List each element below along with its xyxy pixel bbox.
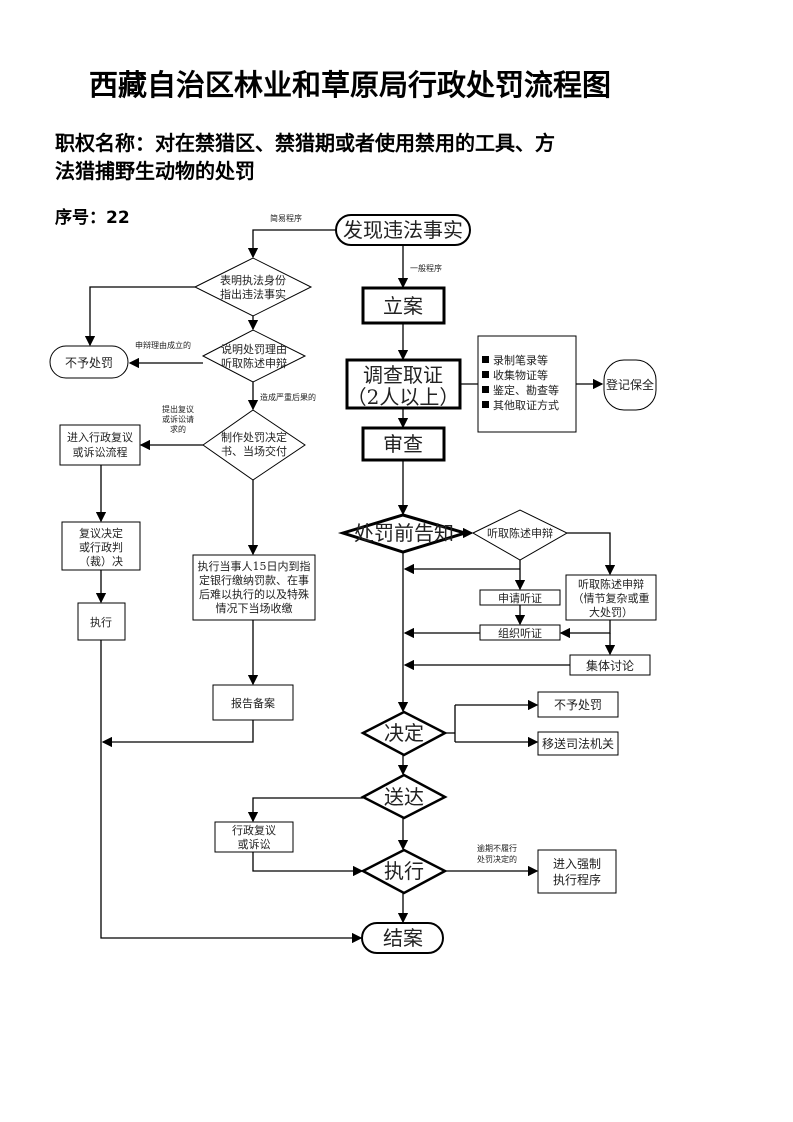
identify-line: 指出违法事实 <box>220 287 286 301</box>
pay-line: 后难以执行的以及特殊 <box>199 587 309 601</box>
close-node <box>361 922 444 954</box>
pay-line: 执行当事人15日内到指 <box>198 559 311 573</box>
execute-label: 执行 <box>384 859 424 883</box>
pay-line: 定银行缴纳罚款、在事 <box>199 573 309 587</box>
start-label: 发现违法事实 <box>343 218 463 242</box>
collective-box <box>569 654 651 676</box>
pay-line: 情况下当场收缴 <box>216 601 293 615</box>
hear-major-line: （情节复杂或重 <box>573 591 650 605</box>
explain-line: 听取陈述申辩 <box>221 356 287 370</box>
identify-line: 表明执法身份 <box>220 273 286 287</box>
transfer-label: 移送司法机关 <box>542 736 614 751</box>
no-penalty-left-node <box>49 345 129 379</box>
make-decision-diamond <box>202 409 306 481</box>
no-penalty-left-label: 不予处罚 <box>65 356 113 370</box>
simple-procedure-label: 简易程序 <box>270 213 302 223</box>
review-decision-line: （裁）决 <box>79 555 123 568</box>
reconsider-left-box <box>59 424 141 466</box>
no-penalty-right-label: 不予处罚 <box>554 698 602 712</box>
collective-label: 集体讨论 <box>586 658 634 673</box>
reconsider-right-line: 或诉讼 <box>238 838 271 851</box>
appeal-label: 提出复议 <box>162 404 194 414</box>
explain-diamond <box>201 329 307 383</box>
close-label: 结案 <box>383 926 423 950</box>
hear-label: 听取陈述申辩 <box>487 526 553 540</box>
notice-label: 处罚前告知 <box>354 521 454 545</box>
evidence-item: 收集物证等 <box>493 368 548 382</box>
general-procedure-label: 一般程序 <box>410 263 442 273</box>
decide-label: 决定 <box>384 721 424 745</box>
identify-diamond <box>193 257 313 317</box>
reconsider-left-line: 或诉讼流程 <box>73 445 128 459</box>
hear-major-line: 听取陈述申辩 <box>578 577 644 591</box>
defense-ok-label: 申辩理由成立的 <box>135 340 191 350</box>
make-decision-line: 制作处罚决定 <box>221 430 287 444</box>
review-decision-line: 或行政判 <box>79 540 123 554</box>
investigate-box <box>345 358 462 410</box>
organize-hearing-box <box>479 624 561 641</box>
authority-name-line2: 法猎捕野生动物的处罚 <box>55 159 255 183</box>
enforce-box <box>537 849 617 894</box>
start-node <box>335 214 471 246</box>
authority-name-line1: 职权名称：对在禁猎区、禁猎期或者使用禁用的工具、方 <box>55 131 555 155</box>
preserve-node <box>603 359 657 411</box>
register-box <box>361 286 446 325</box>
explain-line: 说明处罚理由 <box>221 342 287 356</box>
decide-diamond <box>360 710 448 757</box>
execute-left-box <box>77 602 126 641</box>
serial-number: 序号：22 <box>55 208 130 228</box>
evidence-item: 鉴定、勘查等 <box>493 383 559 397</box>
reconsider-right-line: 行政复议 <box>232 823 276 837</box>
hear-major-box <box>565 574 657 621</box>
deliver-diamond <box>360 773 448 820</box>
execute-diamond <box>360 848 448 895</box>
notice-diamond <box>337 513 471 554</box>
make-decision-line: 书、当场交付 <box>221 444 287 458</box>
transfer-box <box>537 731 619 756</box>
apply-hearing-label: 申请听证 <box>498 592 542 605</box>
review-label: 审查 <box>383 432 423 456</box>
overdue-label: 处罚决定的 <box>477 854 517 864</box>
deliver-label: 送达 <box>384 785 424 809</box>
review-decision-box <box>61 521 141 571</box>
pay-box <box>192 554 316 621</box>
evidence-box <box>477 335 577 433</box>
review-box <box>361 426 446 462</box>
page-title: 西藏自治区林业和草原局行政处罚流程图 <box>88 68 611 102</box>
review-decision-line: 复议决定 <box>79 526 123 540</box>
report-label: 报告备案 <box>231 696 275 710</box>
evidence-item: 其他取证方式 <box>493 398 559 412</box>
connectors <box>84 229 616 944</box>
register-label: 立案 <box>383 294 423 318</box>
report-box <box>212 684 294 721</box>
appeal-label: 或诉讼请 <box>162 414 194 424</box>
overdue-label: 逾期不履行 <box>477 843 517 853</box>
no-penalty-right-box <box>537 691 619 718</box>
investigate-label2: （2人以上） <box>347 385 460 409</box>
enforce-line: 进入强制 <box>553 857 601 871</box>
serious-label: 造成严重后果的 <box>260 392 316 402</box>
enforce-line: 执行程序 <box>553 872 601 887</box>
preserve-label: 登记保全 <box>606 377 654 392</box>
evidence-item: 录制笔录等 <box>493 353 548 367</box>
hear-major-line: 大处罚） <box>589 605 633 619</box>
reconsider-right-box <box>214 821 294 853</box>
apply-hearing-box <box>479 589 561 606</box>
hear-diamond <box>471 509 569 561</box>
appeal-label: 求的 <box>170 424 186 434</box>
investigate-label: 调查取证 <box>363 363 443 387</box>
reconsider-left-line: 进入行政复议 <box>67 430 133 444</box>
execute-left-label: 执行 <box>90 615 112 629</box>
organize-hearing-label: 组织听证 <box>498 626 542 640</box>
